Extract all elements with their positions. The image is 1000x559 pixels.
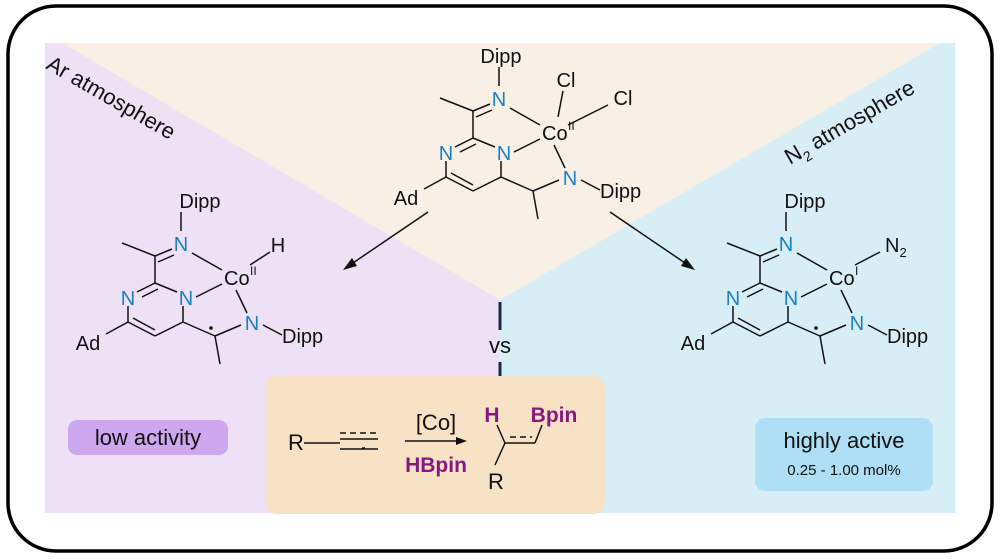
catalyst-loading: 0.25 - 1.00 mol% bbox=[787, 462, 900, 479]
svg-text:N: N bbox=[174, 234, 188, 256]
arrow-to-ar-product bbox=[343, 211, 429, 270]
svg-text:Co: Co bbox=[542, 123, 568, 145]
svg-text:N: N bbox=[726, 288, 740, 310]
svg-text:Ad: Ad bbox=[394, 188, 418, 210]
svg-text:N: N bbox=[492, 89, 506, 111]
svg-text:Dipp: Dipp bbox=[887, 326, 928, 348]
arrow-to-n2-product bbox=[609, 211, 695, 270]
highly-active-badge: highly active 0.25 - 1.00 mol% bbox=[755, 418, 933, 491]
svg-text:Co: Co bbox=[224, 268, 250, 290]
svg-text:Dipp: Dipp bbox=[282, 326, 323, 348]
svg-text:N: N bbox=[497, 143, 511, 165]
svg-text:N: N bbox=[850, 313, 864, 335]
svg-text:HBpin: HBpin bbox=[405, 454, 467, 477]
svg-text:R: R bbox=[288, 430, 304, 455]
svg-text:N: N bbox=[779, 234, 793, 256]
svg-text:highly active: highly active bbox=[783, 428, 904, 453]
svg-text:Dipp: Dipp bbox=[480, 46, 521, 68]
svg-text:Bpin: Bpin bbox=[531, 404, 578, 427]
dinitrogen-ligand: N2 bbox=[885, 235, 907, 260]
svg-text:N: N bbox=[179, 288, 193, 310]
svg-text:Ad: Ad bbox=[681, 333, 705, 355]
svg-text:[Co]: [Co] bbox=[416, 410, 456, 435]
svg-text:N: N bbox=[245, 313, 259, 335]
svg-text:N: N bbox=[439, 143, 453, 165]
svg-text:Ad: Ad bbox=[76, 333, 100, 355]
svg-text:low activity: low activity bbox=[95, 425, 201, 450]
svg-text:Co: Co bbox=[829, 268, 855, 290]
vs-label: vs bbox=[489, 333, 511, 358]
svg-text:Dipp: Dipp bbox=[784, 191, 825, 213]
svg-text:Dipp: Dipp bbox=[600, 181, 641, 203]
hydroboration-reaction: R [Co] HBpin H Bpin R bbox=[265, 376, 605, 514]
svg-text:H: H bbox=[484, 404, 499, 427]
low-activity-badge: low activity bbox=[68, 420, 228, 455]
svg-text:Cl: Cl bbox=[614, 88, 633, 110]
frame bbox=[6, 4, 994, 553]
svg-text:R: R bbox=[488, 469, 504, 494]
svg-text:Dipp: Dipp bbox=[179, 191, 220, 213]
svg-text:N: N bbox=[121, 288, 135, 310]
svg-text:Cl: Cl bbox=[557, 70, 576, 92]
n2-region bbox=[500, 43, 955, 513]
svg-text:N: N bbox=[784, 288, 798, 310]
svg-text:H: H bbox=[271, 235, 285, 257]
svg-text:I: I bbox=[855, 264, 858, 278]
svg-text:N: N bbox=[563, 168, 577, 190]
svg-text:II: II bbox=[568, 119, 575, 133]
svg-text:II: II bbox=[250, 264, 257, 278]
